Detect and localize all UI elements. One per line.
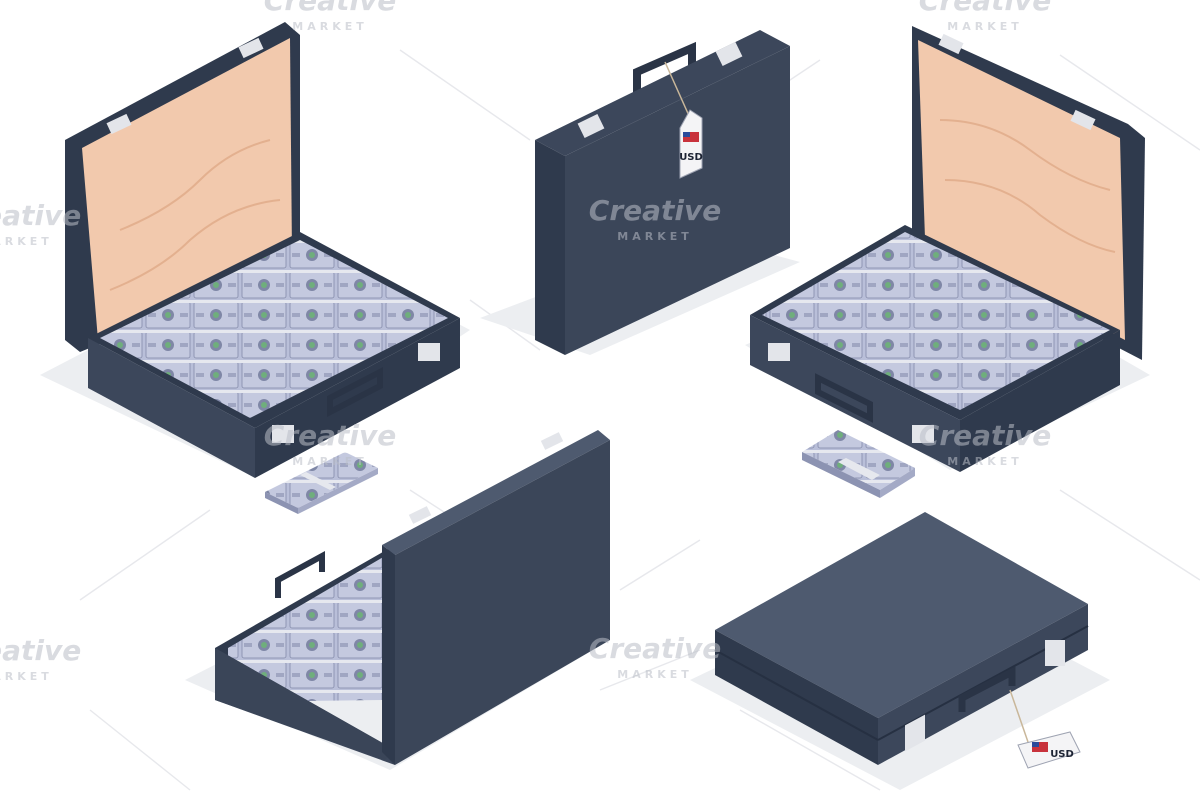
handle — [275, 550, 325, 598]
open-briefcase-front-right — [745, 26, 1150, 472]
watermark-brand: Creative — [0, 634, 81, 667]
watermark-sub: MARKET — [292, 20, 367, 33]
watermark-brand: Creative — [264, 419, 396, 452]
case-top — [715, 512, 1088, 718]
latch-left — [768, 343, 790, 361]
watermark-sub: MARKET — [0, 670, 53, 683]
watermark-sub: MARKET — [292, 455, 367, 468]
tag-label: USD — [679, 152, 703, 163]
watermark-brand: Creative — [264, 0, 396, 17]
latch — [715, 41, 743, 67]
latch — [905, 714, 925, 752]
lid-latch — [1070, 109, 1096, 131]
case-front — [565, 46, 790, 355]
flag-icon — [1032, 742, 1048, 752]
latch-left — [272, 425, 294, 443]
watermark: Creative MARKET — [264, 419, 396, 468]
latch — [577, 113, 605, 139]
lid-face — [395, 440, 610, 765]
lid-outer — [382, 545, 395, 765]
lid-latch — [106, 113, 132, 135]
watermark-brand: Creative — [919, 0, 1051, 17]
watermark: Creative MARKET — [264, 0, 396, 33]
watermark-sub: MARKET — [617, 230, 692, 243]
closed-briefcase-flat: USD — [690, 512, 1110, 790]
watermark-brand: Creative — [0, 199, 81, 232]
watermark-sub: MARKET — [617, 668, 692, 681]
watermark-group: Creative MARKET Creative MARKET Creative… — [0, 0, 1051, 683]
latch-right — [912, 425, 934, 443]
watermark-sub: MARKET — [947, 455, 1022, 468]
open-briefcase-side-view — [185, 430, 610, 770]
case-base-side — [960, 330, 1120, 472]
flag-icon — [683, 132, 699, 142]
case-side — [535, 140, 565, 355]
usd-price-tag: USD — [679, 109, 703, 179]
case-front-edge — [715, 630, 878, 765]
watermark-sub: MARKET — [947, 20, 1022, 33]
loose-money-stack-1 — [265, 452, 378, 514]
watermark: Creative MARKET — [0, 199, 81, 248]
closed-briefcase-upright: USD — [480, 30, 800, 355]
handle — [327, 367, 383, 417]
watermark: Creative MARKET — [919, 0, 1051, 33]
tag-label: USD — [1050, 749, 1074, 760]
tag-string — [1009, 689, 1029, 743]
watermark-brand: Creative — [589, 632, 721, 665]
tag-string — [664, 61, 691, 119]
open-briefcase-front-left — [40, 22, 470, 478]
watermark: Creative MARKET — [0, 634, 81, 683]
handle — [815, 373, 873, 423]
watermark: Creative MARKET — [589, 194, 721, 243]
lid-latch — [938, 33, 964, 55]
handle — [958, 666, 1016, 712]
latch-right — [418, 343, 440, 361]
watermark: Creative MARKET — [589, 632, 721, 681]
lid-lining — [918, 40, 1125, 340]
watermark-brand: Creative — [919, 419, 1051, 452]
latch — [1045, 640, 1065, 666]
money-stacks — [228, 556, 385, 702]
lid-edge — [382, 430, 610, 555]
money-stacks — [762, 232, 1110, 410]
case-base-front — [88, 338, 255, 478]
watermark-brand: Creative — [589, 194, 721, 227]
lid-latch — [408, 506, 432, 524]
watermark-sub: MARKET — [0, 235, 53, 248]
watermark: Creative MARKET — [919, 419, 1051, 468]
money-stacks — [100, 240, 448, 418]
loose-money-stack-2 — [802, 430, 915, 498]
lid-latch — [540, 432, 564, 450]
handle — [633, 41, 696, 102]
usd-price-tag: USD — [1017, 731, 1081, 769]
lid-latch — [238, 37, 264, 59]
